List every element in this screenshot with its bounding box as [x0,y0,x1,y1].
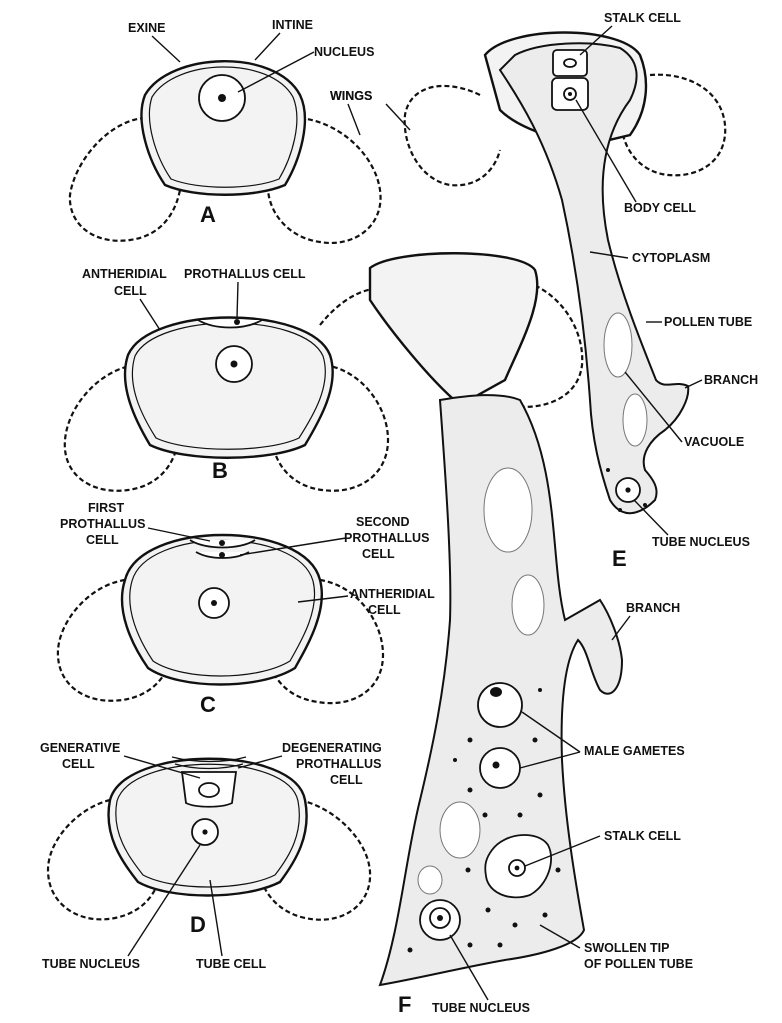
panel-c-nucleolus [211,600,217,606]
panel-c-label-second-3: CELL [362,547,395,561]
panel-d-label-degenerating-3: CELL [330,773,363,787]
panel-c-label-second-1: SECOND [356,515,409,529]
panel-e-label-stalk-cell: STALK CELL [604,11,681,25]
panel-f-vacuole-2 [512,575,544,635]
starch-grain [498,943,503,948]
panel-e-label-branch: BRANCH [704,373,758,387]
starch-grain [518,813,523,818]
starch-grain [538,688,542,692]
panel-f-letter: F [398,992,411,1017]
panel-a-leader-intine [255,33,280,60]
panel-f-label-branch: BRANCH [626,601,680,615]
panel-f-label-male-gametes: MALE GAMETES [584,744,685,758]
panel-a-leader-exine [152,36,180,62]
starch-grain [468,738,473,743]
panel-c-letter: C [200,692,216,717]
panel-d-generative-nucleus [199,783,219,797]
panel-d-label-degenerating-2: PROTHALLUS [296,757,381,771]
panel-c-label-antheridial-1: ANTHERIDIAL [350,587,435,601]
panel-e-tube-nucleolus [625,487,630,492]
starch-grain [543,913,548,918]
panel-e-label-wings: WINGS [330,89,372,103]
panel-b: ANTHERIDIAL CELL PROTHALLUS CELL B [65,267,388,491]
panel-b-exine [125,318,333,458]
panel-e-label-tube-nucleus: TUBE NUCLEUS [652,535,750,549]
panel-f-male-gamete-2 [480,748,520,788]
panel-b-label-prothallus: PROTHALLUS CELL [184,267,306,281]
panel-a-label-intine: INTINE [272,18,313,32]
panel-e-body-nucleolus [568,92,572,96]
panel-a: EXINE INTINE NUCLEUS WINGS A [70,18,381,243]
starch-grain [618,508,622,512]
panel-d-tube-nucleolus [202,829,207,834]
panel-e-leader-tube-nucleus [634,500,668,535]
starch-grain [643,503,647,507]
panel-e-stalk-nucleus [564,59,576,67]
starch-grain [466,868,471,873]
starch-grain [606,468,610,472]
panel-b-label-antheridial-1: ANTHERIDIAL [82,267,167,281]
panel-b-prothallus-nucleus [234,319,240,325]
starch-grain [538,793,543,798]
starch-grain [513,923,518,928]
panel-c-label-first-3: CELL [86,533,119,547]
panel-d-letter: D [190,912,206,937]
panel-d-label-generative-1: GENERATIVE [40,741,120,755]
panel-e-left-wing [405,86,500,185]
panel-c-label-first-2: PROTHALLUS [60,517,145,531]
panel-c-label-antheridial-2: CELL [368,603,401,617]
starch-grain [483,813,488,818]
panel-d-label-generative-2: CELL [62,757,95,771]
panel-a-letter: A [200,202,216,227]
panel-f-vacuole-1 [484,468,532,552]
panel-b-leader-prothallus [237,282,238,318]
panel-e-letter: E [612,546,627,571]
panel-f-label-swollen-2: OF POLLEN TUBE [584,957,693,971]
panel-c-prothallus-nucleus-2 [219,552,225,558]
panel-b-nucleolus [231,361,238,368]
panel-a-label-nucleus: NUCLEUS [314,45,374,59]
panel-f-label-swollen-1: SWOLLEN TIP [584,941,669,955]
panel-f-label-stalk-cell: STALK CELL [604,829,681,843]
panel-f-tube-nucleolus [437,915,443,921]
panel-c-prothallus-nucleus-1 [219,540,225,546]
panel-e-label-cytoplasm: CYTOPLASM [632,251,710,265]
panel-e-vacuole-2 [623,394,647,446]
panel-a-leader-wings [348,104,360,135]
panel-c: FIRST PROTHALLUS CELL SECOND PROTHALLUS … [58,501,435,717]
panel-e-leader-branch [685,380,702,388]
panel-b-label-antheridial-2: CELL [114,284,147,298]
panel-e-label-pollen-tube: POLLEN TUBE [664,315,752,329]
panel-e-label-body-cell: BODY CELL [624,201,696,215]
panel-f-vacuole-4 [418,866,442,894]
panel-c-label-second-2: PROTHALLUS [344,531,429,545]
panel-b-leader-antheridial [140,299,160,330]
panel-d-label-degenerating-1: DEGENERATING [282,741,382,755]
starch-grain [556,868,561,873]
starch-grain [408,948,413,953]
panel-a-nucleolus [218,94,226,102]
panel-f-vacuole-3 [440,802,480,858]
panel-d-label-tube-nucleus: TUBE NUCLEUS [42,957,140,971]
starch-grain [486,908,491,913]
panel-b-letter: B [212,458,228,483]
starch-grain [533,738,538,743]
panel-e-vacuole-1 [604,313,632,377]
panel-d: GENERATIVE CELL DEGENERATING PROTHALLUS … [40,741,382,971]
starch-grain [468,788,473,793]
panel-e-label-vacuole: VACUOLE [684,435,744,449]
panel-a-label-exine: EXINE [128,21,166,35]
panel-f-male-gamete-1-nucleus [490,687,502,697]
starch-grain [468,943,473,948]
panel-f-stalk-nucleolus [515,866,520,871]
starch-grain [453,758,457,762]
panel-f-male-gamete-2-nucleus [493,762,500,769]
panel-d-label-tube-cell: TUBE CELL [196,957,267,971]
panel-f-label-tube-nucleus: TUBE NUCLEUS [432,1001,530,1015]
panel-c-label-first-1: FIRST [88,501,124,515]
